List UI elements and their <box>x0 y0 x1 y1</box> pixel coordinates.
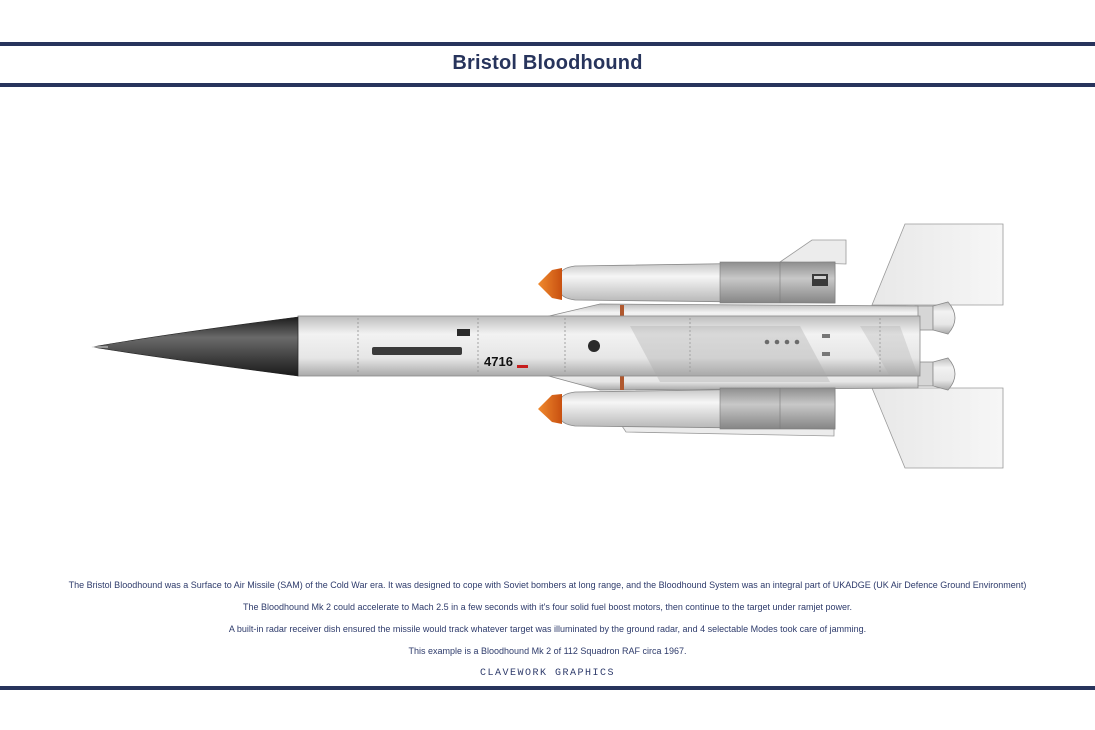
wing-shadow-rear <box>860 326 918 376</box>
bottom-band <box>0 686 1095 690</box>
wing-shadow <box>630 326 830 382</box>
nose-cone <box>91 316 299 377</box>
ramjet-nozzle-upper <box>914 301 956 335</box>
page-title: Bristol Bloodhound <box>452 52 643 74</box>
main-fuselage <box>297 315 921 377</box>
rear-fin-upper <box>871 223 1004 306</box>
booster-lower <box>538 387 836 430</box>
credit-text: CLAVEWORK GRAPHICS <box>479 668 616 679</box>
description-line-1: The Bristol Bloodhound was a Surface to … <box>68 580 1027 590</box>
title-underline-band <box>0 83 1095 87</box>
description-line-4: This example is a Bloodhound Mk 2 of 112… <box>408 646 687 656</box>
ramjet-nozzle-lower <box>914 357 956 391</box>
rear-fin-lower <box>871 387 1004 469</box>
description-line-2: The Bloodhound Mk 2 could accelerate to … <box>242 602 853 612</box>
booster-fin-upper <box>778 239 847 265</box>
missile-serial: 4716 <box>484 354 513 369</box>
description-line-3: A built-in radar receiver dish ensured t… <box>228 624 867 634</box>
top-band <box>0 42 1095 46</box>
booster-upper <box>538 261 836 304</box>
